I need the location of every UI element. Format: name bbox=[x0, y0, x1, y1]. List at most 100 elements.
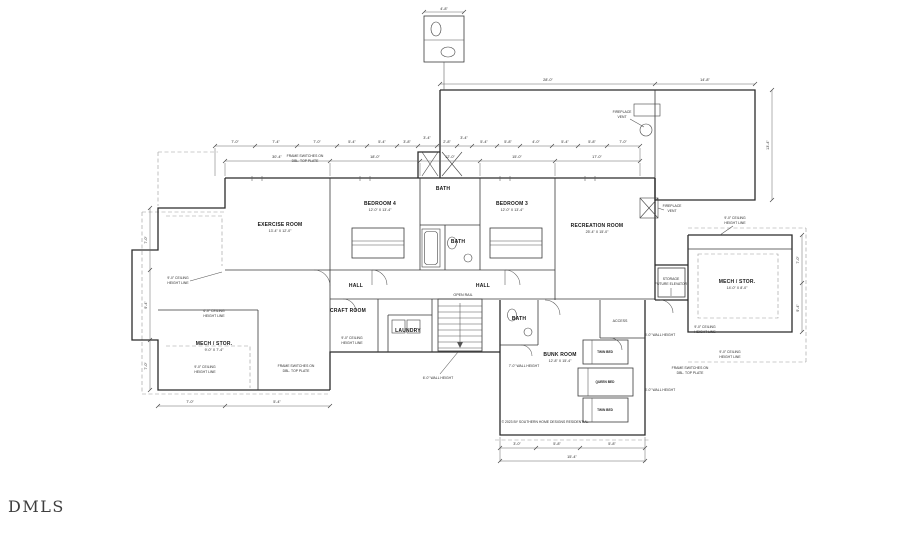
dim-bunk-3: 5'-8" bbox=[608, 442, 616, 446]
note-frame-bl-2: DBL. TOP PLATE bbox=[283, 369, 310, 373]
dim-bunk-1: 3'-0" bbox=[513, 442, 521, 446]
stair-direction-arrow bbox=[457, 342, 463, 348]
note-frame-br-1: FRAME SWITCHES ON bbox=[672, 366, 709, 370]
dim-bottomleft-2: 5'-4" bbox=[273, 400, 281, 404]
dim-top-13: 5'-4" bbox=[561, 140, 569, 144]
window-marks bbox=[251, 176, 596, 181]
dim-top-9: 3'-4" bbox=[460, 136, 468, 140]
note-ceiling-b2: HEIGHT LINE bbox=[203, 314, 225, 318]
note-ceiling-e1: 9'-0" CEILING bbox=[694, 325, 716, 329]
dim-top-12: 4'-0" bbox=[532, 140, 540, 144]
room-dim-bedroom4: 12'-0" X 13'-4" bbox=[369, 208, 392, 212]
note-ceiling-c1: 9'-0" CEILING bbox=[341, 336, 363, 340]
dim-top2-3: 12'-0" bbox=[445, 155, 455, 159]
dim-top-14: 5'-8" bbox=[588, 140, 596, 144]
dim-top2-5: 17'-0" bbox=[592, 155, 602, 159]
note-ceiling-c2: HEIGHT LINE bbox=[341, 341, 363, 345]
room-dim-bunk: 12'-8" X 15'-4" bbox=[549, 359, 572, 363]
dim-top-11: 5'-8" bbox=[504, 140, 512, 144]
room-label-exercise: EXERCISE ROOM bbox=[258, 222, 303, 228]
note-ceiling-f2: HEIGHT LINE bbox=[719, 355, 741, 359]
dim-top2-2: 18'-0" bbox=[370, 155, 380, 159]
dim-right-3: 13'-4" bbox=[766, 140, 770, 150]
dim-left-2: 9'-4" bbox=[144, 301, 148, 309]
dim-top-15: 7'-0" bbox=[619, 140, 627, 144]
note-wall-height-a: 6'-0" WALL HEIGHT bbox=[423, 376, 453, 380]
dim-block-2: 14'-8" bbox=[700, 78, 710, 82]
room-dim-mech-left: 9'-0" X 7'-4" bbox=[205, 348, 224, 352]
bath-detail-callout bbox=[421, 9, 467, 90]
room-dim-mech-right: 14'-0" X 8'-0" bbox=[727, 286, 748, 290]
note-ceiling-a1: 9'-0" CEILING bbox=[167, 276, 189, 280]
note-ceiling-e2: HEIGHT LINE bbox=[694, 330, 716, 334]
dim-bunk-2: 5'-8" bbox=[553, 442, 561, 446]
note-ceiling-g1: 9'-0" CEILING bbox=[194, 365, 216, 369]
annotation-notes: 9'-0" CEILING HEIGHT LINE 6'-0" CEILING … bbox=[167, 154, 746, 424]
room-label-access: ACCESS bbox=[613, 319, 628, 323]
note-wall-height-d: 4'-0" WALL HEIGHT bbox=[645, 388, 675, 392]
dashed-ceiling-lines bbox=[141, 151, 807, 441]
note-ceiling-g2: HEIGHT LINE bbox=[194, 370, 216, 374]
room-dim-bedroom3: 12'-0" X 13'-4" bbox=[501, 208, 524, 212]
room-dim-recreation: 25'-4" X 15'-0" bbox=[586, 230, 609, 234]
room-labels: EXERCISE ROOM 13'-4" X 12'-0" BEDROOM 4 … bbox=[196, 110, 756, 412]
note-ceiling-d1: 9'-0" CEILING bbox=[724, 216, 746, 220]
dim-top-3: 7'-0" bbox=[313, 140, 321, 144]
dimension-lines bbox=[147, 81, 805, 464]
dim-bunk-4: 15'-4" bbox=[567, 455, 577, 459]
room-label-mech-left: MECH / STOR. bbox=[196, 341, 233, 347]
note-copyright: © 2023 BY SOUTHERN HOME DESIGNS RESIDENT… bbox=[502, 420, 589, 424]
interior-walls bbox=[158, 90, 792, 390]
note-frame-top-2: DBL. TOP PLATE bbox=[292, 159, 319, 163]
dim-top-5: 5'-4" bbox=[378, 140, 386, 144]
room-label-bunk: BUNK ROOM bbox=[543, 352, 576, 358]
label-fireplace-vent-top-2: VENT bbox=[617, 115, 626, 119]
label-fireplace-vent-mid-2: VENT bbox=[667, 209, 676, 213]
label-twin-bed-2: TWIN BED bbox=[597, 408, 613, 412]
note-ceiling-f1: 9'-0" CEILING bbox=[719, 350, 741, 354]
door-swings bbox=[313, 269, 674, 357]
closet-lines bbox=[351, 227, 543, 259]
label-future-elevator: FUTURE ELEVATOR bbox=[655, 282, 688, 286]
label-open-rail: OPEN RAIL bbox=[453, 293, 472, 297]
leader-lines bbox=[189, 118, 734, 375]
dim-top2-4: 15'-0" bbox=[512, 155, 522, 159]
dim-detail: 4'-8" bbox=[440, 7, 448, 11]
stairs bbox=[437, 298, 483, 352]
dim-top-4: 5'-4" bbox=[348, 140, 356, 144]
dim-top-2: 7'-4" bbox=[272, 140, 280, 144]
label-storage: STORAGE bbox=[663, 277, 680, 281]
label-twin-bed-1: TWIN BED bbox=[597, 350, 613, 354]
note-frame-br-2: DBL. TOP PLATE bbox=[677, 371, 704, 375]
label-queen-bed: QUEEN BED bbox=[596, 380, 616, 384]
note-wall-height-b: 7'-0" WALL HEIGHT bbox=[509, 364, 539, 368]
dmls-watermark: DMLS bbox=[8, 497, 65, 516]
beds bbox=[577, 339, 634, 423]
note-wall-height-c: 5'-0" WALL HEIGHT bbox=[645, 333, 675, 337]
room-label-hall-left: HALL bbox=[349, 283, 363, 289]
room-label-laundry: LAUNDRY bbox=[395, 328, 421, 334]
dim-block-1: 28'-0" bbox=[543, 78, 553, 82]
note-frame-top-1: FRAME SWITCHES ON bbox=[287, 154, 324, 158]
dim-top-1: 7'-0" bbox=[231, 140, 239, 144]
dim-right-2: 9'-4" bbox=[796, 304, 800, 312]
dim-bottomleft-1: 7'-0" bbox=[186, 400, 194, 404]
room-label-bedroom4: BEDROOM 4 bbox=[364, 201, 396, 207]
note-frame-bl-1: FRAME SWITCHES ON bbox=[278, 364, 315, 368]
dim-top-10: 5'-4" bbox=[480, 140, 488, 144]
note-ceiling-b1: 6'-0" CEILING bbox=[203, 309, 225, 313]
dim-left-1: 7'-0" bbox=[144, 236, 148, 244]
room-label-recreation: RECREATION ROOM bbox=[571, 223, 624, 229]
note-ceiling-a2: HEIGHT LINE bbox=[167, 281, 189, 285]
note-ceiling-d2: HEIGHT LINE bbox=[724, 221, 746, 225]
room-label-bath-top: BATH bbox=[436, 186, 451, 192]
room-label-mech-right: MECH / STOR. bbox=[719, 279, 756, 285]
dim-right-1: 7'-0" bbox=[796, 256, 800, 264]
room-label-bath-mid: BATH bbox=[451, 239, 466, 245]
label-fireplace-vent-mid-1: FIREPLACE bbox=[663, 204, 683, 208]
dimension-texts: 4'-8" 7'-0" 7'-4" 7'-0" 5'-4" 5'-4" 3'-8… bbox=[144, 7, 800, 459]
room-label-bath-bunk: BATH bbox=[512, 316, 527, 322]
room-label-craft: CRAFT ROOM bbox=[330, 308, 366, 314]
dim-top-8: 2'-8" bbox=[443, 140, 451, 144]
